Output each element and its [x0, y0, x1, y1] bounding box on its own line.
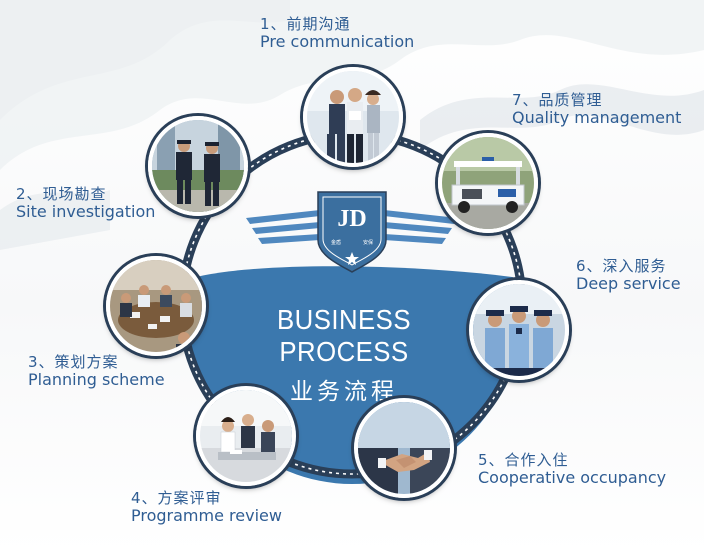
step-2-title-zh: 2、现场勘查 — [16, 185, 107, 203]
step-1-title-en: Pre communication — [260, 32, 415, 52]
step-6-title-en: Deep service — [576, 274, 681, 294]
step-4-label: 4、方案评审 Programme review — [131, 489, 282, 526]
title-chinese: 业务流程 — [290, 378, 398, 404]
step-7-label: 7、品质管理 Quality management — [512, 91, 682, 128]
step-5-title-zh: 5、合作入住 — [478, 451, 569, 469]
step-7-title-zh: 7、品质管理 — [512, 91, 603, 109]
step-1-title-zh: 1、前期沟通 — [260, 15, 351, 33]
title-english: BUSINESS PROCESS — [277, 304, 411, 367]
jd-shield-logo: JD 金盾 安保 — [317, 191, 387, 273]
conference-table-photo — [110, 260, 202, 352]
star-icon — [345, 252, 359, 265]
step-3-photo[interactable] — [106, 256, 206, 356]
step-2-photo[interactable] — [148, 116, 248, 216]
step-1-label: 1、前期沟通 Pre communication — [260, 15, 415, 52]
step-4-title-en: Programme review — [131, 506, 282, 526]
police-officers-photo — [473, 284, 565, 376]
logo-small-left: 金盾 — [331, 239, 341, 246]
logo-small-right: 安保 — [363, 239, 373, 246]
step-6-title-zh: 6、深入服务 — [576, 257, 667, 275]
handshake-photo — [358, 402, 450, 494]
step-7-title-en: Quality management — [512, 108, 682, 128]
step-4-photo[interactable] — [196, 386, 296, 486]
security-guards-photo — [152, 120, 244, 212]
step-5-title-en: Cooperative occupancy — [478, 468, 667, 488]
step-2-label: 2、现场勘查 Site investigation — [16, 185, 156, 222]
logo-text: JD — [337, 206, 366, 232]
step-4-title-zh: 4、方案评审 — [131, 489, 222, 507]
logo-wings — [246, 210, 458, 244]
step-7-photo[interactable] — [438, 133, 538, 233]
step-5-label: 5、合作入住 Cooperative occupancy — [478, 451, 667, 488]
step-3-title-zh: 3、策划方案 — [28, 353, 119, 371]
center-title: BUSINESS PROCESS 业务流程 — [214, 304, 474, 406]
business-meeting-photo — [307, 71, 399, 163]
step-6-photo[interactable] — [469, 280, 569, 380]
step-3-title-en: Planning scheme — [28, 370, 165, 390]
step-2-title-en: Site investigation — [16, 202, 156, 222]
step-5-photo[interactable] — [354, 398, 454, 498]
step-3-label: 3、策划方案 Planning scheme — [28, 353, 165, 390]
office-review-photo — [200, 390, 292, 482]
step-6-label: 6、深入服务 Deep service — [576, 257, 681, 294]
step-1-photo[interactable] — [303, 67, 403, 167]
patrol-car-photo — [442, 137, 534, 229]
